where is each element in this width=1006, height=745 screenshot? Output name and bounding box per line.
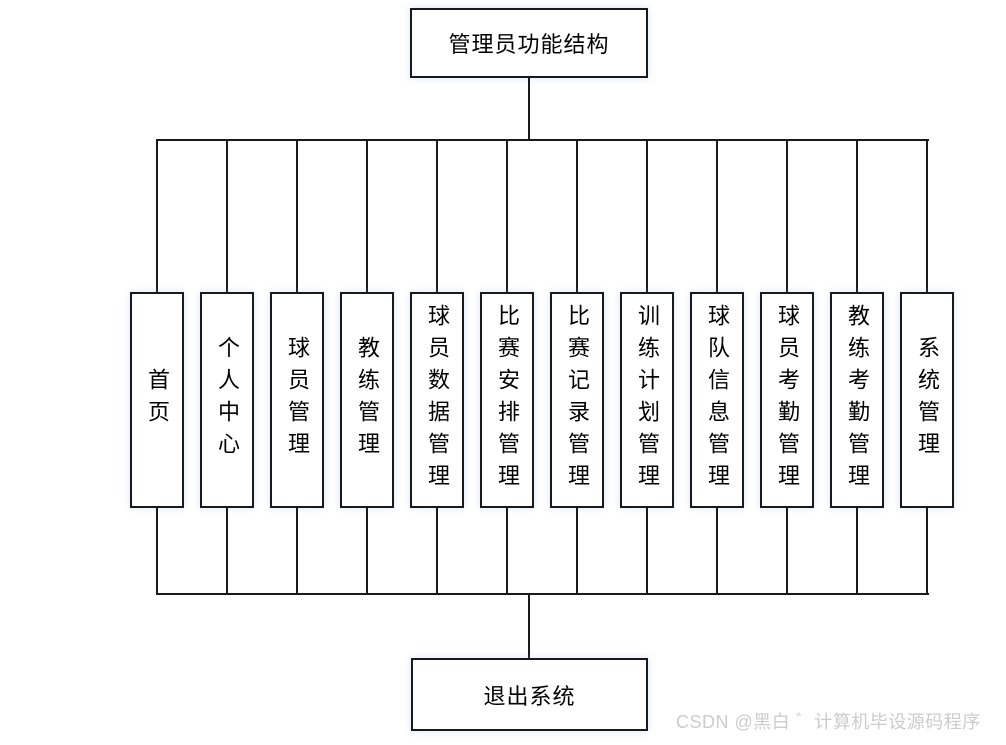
node-team-info-management: 球队信息管理: [690, 292, 744, 508]
node-label: 教练考勤管理: [845, 304, 870, 496]
connector-rise-line: [576, 507, 578, 594]
connector-rise-line: [366, 507, 368, 594]
connector-drop-line: [856, 140, 858, 294]
node-player-data-management: 球员数据管理: [410, 292, 464, 508]
node-label: 系统管理: [915, 336, 940, 464]
connector-root-stem: [528, 76, 530, 140]
connector-rise-line: [156, 507, 158, 594]
connector-drop-line: [296, 140, 298, 294]
connector-rise-line: [646, 507, 648, 594]
footer-node-label: 退出系统: [483, 683, 576, 709]
node-label: 比赛记录管理: [565, 304, 590, 496]
connector-footer-stem: [528, 595, 530, 659]
connector-drop-line: [506, 140, 508, 294]
connector-drop-line: [926, 140, 928, 294]
connector-rise-line: [716, 507, 718, 594]
connector-drop-line: [786, 140, 788, 294]
root-node-admin-function-structure: 管理员功能结构: [410, 8, 648, 78]
csdn-watermark: CSDN @黑白 ゛计算机毕设源码程序: [676, 712, 981, 732]
connector-drop-line: [576, 140, 578, 294]
node-label: 训练计划管理: [635, 304, 660, 496]
connector-rise-line: [506, 507, 508, 594]
connector-bottom-bus: [156, 593, 929, 595]
connector-drop-line: [156, 140, 158, 294]
connector-drop-line: [716, 140, 718, 294]
node-player-attendance-management: 球员考勤管理: [760, 292, 814, 508]
node-match-record-management: 比赛记录管理: [550, 292, 604, 508]
connector-drop-line: [226, 140, 228, 294]
node-label: 球员数据管理: [425, 304, 450, 496]
node-coach-attendance-management: 教练考勤管理: [830, 292, 884, 508]
connector-drop-line: [646, 140, 648, 294]
node-coach-management: 教练管理: [340, 292, 394, 508]
node-label: 教练管理: [355, 336, 380, 464]
node-label: 首页: [145, 368, 170, 432]
node-label: 比赛安排管理: [495, 304, 520, 496]
node-label: 个人中心: [215, 336, 240, 464]
footer-node-exit-system: 退出系统: [411, 658, 648, 731]
connector-top-bus: [156, 139, 929, 141]
node-system-management: 系统管理: [900, 292, 954, 508]
connector-rise-line: [296, 507, 298, 594]
node-personal-center: 个人中心: [200, 292, 254, 508]
node-player-management: 球员管理: [270, 292, 324, 508]
node-label: 球员考勤管理: [775, 304, 800, 496]
node-training-plan-management: 训练计划管理: [620, 292, 674, 508]
connector-rise-line: [786, 507, 788, 594]
connector-rise-line: [436, 507, 438, 594]
node-label: 球员管理: [285, 336, 310, 464]
node-label: 球队信息管理: [705, 304, 730, 496]
node-match-schedule-management: 比赛安排管理: [480, 292, 534, 508]
connector-rise-line: [226, 507, 228, 594]
connector-drop-line: [366, 140, 368, 294]
connector-rise-line: [856, 507, 858, 594]
root-node-label: 管理员功能结构: [448, 32, 610, 57]
connector-drop-line: [436, 140, 438, 294]
node-home: 首页: [130, 292, 184, 508]
connector-rise-line: [926, 507, 928, 594]
